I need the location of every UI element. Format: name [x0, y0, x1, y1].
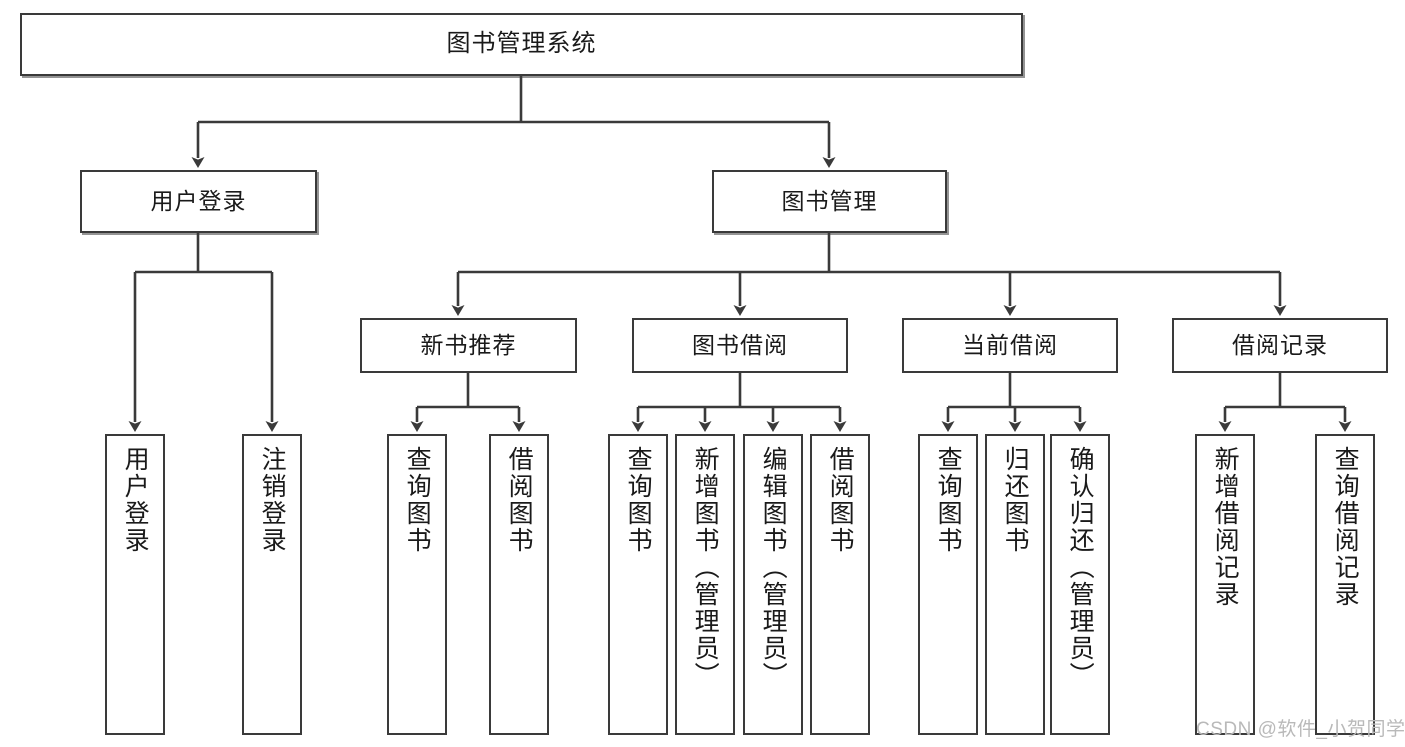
node-leaf-query-book-1-label: 查询图书: [403, 446, 432, 554]
node-leaf-query-book-3[interactable]: 查询图书: [918, 434, 978, 735]
node-leaf-user-login-label: 用户登录: [121, 446, 150, 554]
node-leaf-confirm-return[interactable]: 确认归还（管理员）: [1050, 434, 1110, 735]
node-leaf-borrow-book-2[interactable]: 借阅图书: [810, 434, 870, 735]
node-leaf-edit-book[interactable]: 编辑图书（管理员）: [743, 434, 803, 735]
node-new-book-rec[interactable]: 新书推荐: [360, 318, 577, 373]
node-user-login[interactable]: 用户登录: [80, 170, 317, 233]
node-leaf-add-record-label: 新增借阅记录: [1211, 446, 1240, 608]
node-leaf-logout[interactable]: 注销登录: [242, 434, 302, 735]
csdn-watermark: CSDN @软件_小贺同学: [1196, 719, 1405, 740]
node-book-manage[interactable]: 图书管理: [712, 170, 947, 233]
node-current-borrow[interactable]: 当前借阅: [902, 318, 1118, 373]
node-borrow-record[interactable]: 借阅记录: [1172, 318, 1388, 373]
node-leaf-borrow-book-1[interactable]: 借阅图书: [489, 434, 549, 735]
node-leaf-query-record[interactable]: 查询借阅记录: [1315, 434, 1375, 735]
node-leaf-query-book-3-label: 查询图书: [934, 446, 963, 554]
node-leaf-confirm-return-label: 确认归还（管理员）: [1066, 446, 1095, 689]
node-leaf-query-book-2-label: 查询图书: [624, 446, 653, 554]
node-book-borrow[interactable]: 图书借阅: [632, 318, 848, 373]
node-leaf-borrow-book-1-label: 借阅图书: [505, 446, 534, 554]
node-leaf-add-record[interactable]: 新增借阅记录: [1195, 434, 1255, 735]
node-leaf-logout-label: 注销登录: [258, 446, 287, 554]
node-leaf-query-book-1[interactable]: 查询图书: [387, 434, 447, 735]
node-user-login-label: 用户登录: [150, 187, 247, 214]
node-leaf-query-book-2[interactable]: 查询图书: [608, 434, 668, 735]
node-borrow-record-label: 借阅记录: [1232, 331, 1328, 358]
node-book-borrow-label: 图书借阅: [692, 331, 788, 358]
node-leaf-add-book-label: 新增图书（管理员）: [691, 446, 720, 689]
node-leaf-edit-book-label: 编辑图书（管理员）: [759, 446, 788, 689]
node-new-book-rec-label: 新书推荐: [420, 331, 517, 358]
node-book-manage-label: 图书管理: [781, 187, 878, 214]
node-leaf-return-book-label: 归还图书: [1001, 446, 1030, 554]
node-leaf-query-record-label: 查询借阅记录: [1331, 446, 1360, 608]
node-root[interactable]: 图书管理系统: [20, 13, 1023, 76]
node-leaf-return-book[interactable]: 归还图书: [985, 434, 1045, 735]
node-leaf-borrow-book-2-label: 借阅图书: [826, 446, 855, 554]
node-leaf-user-login[interactable]: 用户登录: [105, 434, 165, 735]
node-current-borrow-label: 当前借阅: [962, 331, 1058, 358]
node-root-label: 图书管理系统: [446, 30, 597, 58]
node-leaf-add-book[interactable]: 新增图书（管理员）: [675, 434, 735, 735]
